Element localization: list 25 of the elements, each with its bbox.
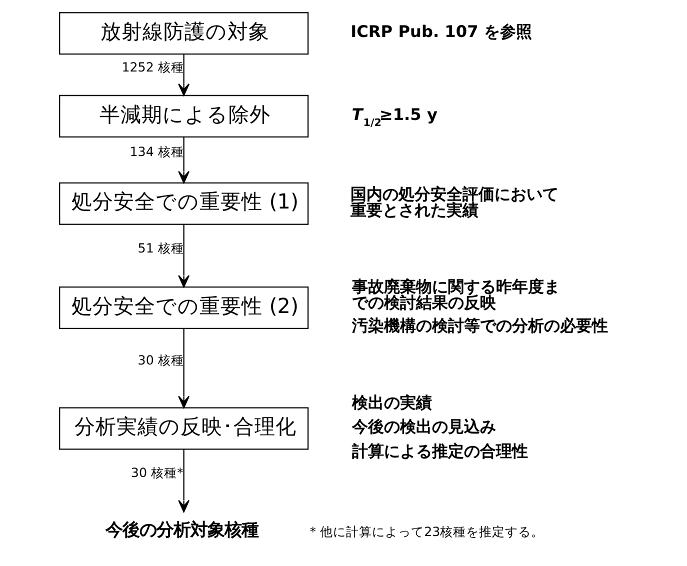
node-label: T$_{1/2}$≥1.5 y: [351, 104, 437, 129]
node-box: 処分安全での重要性 (1): [58, 182, 308, 225]
node-label: 検出の実績: [351, 393, 432, 412]
node-label: 計算による推定の合理性: [351, 441, 528, 460]
node-label: 国内の処分安全評価において重要とされた実績: [350, 184, 558, 220]
arrow: [178, 328, 190, 408]
node-box: 半減期による除外: [58, 94, 308, 138]
edge-label: 1252 核種: [121, 59, 184, 74]
arrow: [178, 449, 190, 512]
node-text: 今後の分析対象核種: [105, 520, 258, 540]
edge-label: 51 核種: [137, 240, 184, 256]
arrow: [178, 54, 190, 96]
node-label: ICRP Pub. 107 を参照: [350, 22, 532, 42]
node-label: 今後の検出の見込み: [351, 417, 496, 436]
label: * 他に計算によって23核種を推定する。: [309, 524, 544, 539]
edge-label: 30 核種*: [130, 465, 183, 480]
arrow: [178, 224, 190, 288]
edge-label: 30 核種: [137, 352, 184, 368]
node-box: 分析実績の反映･合理化: [58, 407, 308, 450]
arrow: [178, 137, 190, 184]
edge-label: 134 核種: [129, 144, 184, 159]
node-box: 放射線防護の対象: [58, 12, 308, 55]
node-label: 事故廃棄物に関する昨年度までの検討結果の反映: [351, 276, 560, 312]
node-label: 汚染機構の検討等での分析の必要性: [351, 316, 608, 335]
node-box: 処分安全での重要性 (2): [58, 286, 308, 329]
